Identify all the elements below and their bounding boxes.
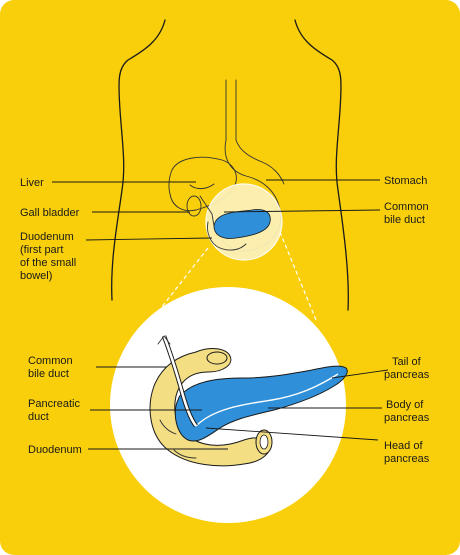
label-head-line2: pancreas xyxy=(384,453,430,465)
top-leader-lines xyxy=(52,179,381,241)
label-duodenum-line2: (first part xyxy=(20,244,63,256)
label-common-bile-duct-line1: Common xyxy=(384,201,429,213)
label-duodenum-line3: of the small xyxy=(20,257,76,269)
bile-duct-small xyxy=(199,195,215,227)
label-pancreatic-duct-line2: duct xyxy=(28,411,49,423)
label-body-line2: pancreas xyxy=(384,412,430,424)
label-liver: Liver xyxy=(20,177,44,189)
bile-duct-inset xyxy=(157,335,198,428)
inset-leader-lines xyxy=(88,366,389,450)
label-head-line1: Head of xyxy=(384,440,423,452)
gall-bladder-drawing xyxy=(186,195,202,217)
label-stomach: Stomach xyxy=(384,175,427,187)
label-tail-line1: Tail of xyxy=(392,356,422,368)
torso-outline xyxy=(111,19,349,311)
label-body-line1: Body of xyxy=(386,399,424,411)
duodenum-small xyxy=(207,221,247,251)
label-inset-common-bile-duct-line2: bile duct xyxy=(28,368,69,380)
label-pancreatic-duct-line1: Pancreatic xyxy=(28,398,80,410)
label-duodenum-line4: bowel) xyxy=(20,270,52,282)
label-tail-line2: pancreas xyxy=(384,369,430,381)
label-inset-common-bile-duct-line1: Common xyxy=(28,355,73,367)
label-common-bile-duct-line2: bile duct xyxy=(384,214,425,226)
label-inset-duodenum: Duodenum xyxy=(28,444,82,456)
label-gall-bladder: Gall bladder xyxy=(20,207,80,219)
label-duodenum-line1: Duodenum xyxy=(20,231,74,243)
pancreas-inset xyxy=(174,365,348,442)
